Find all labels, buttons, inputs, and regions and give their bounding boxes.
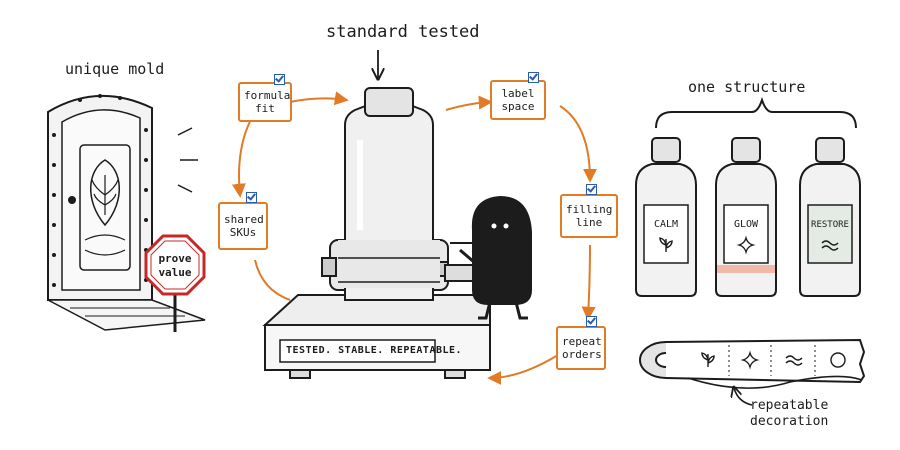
checkbox-icon (586, 316, 597, 327)
caption-repeatable-decoration: repeatable decoration (750, 398, 828, 430)
bottle-label: RESTORE (811, 220, 849, 230)
caption-standard-tested: standard tested (326, 22, 480, 42)
bottle-lineup: CALM GLOW RESTORE (635, 137, 861, 297)
tape-icons (701, 345, 846, 376)
checkbox-icon (246, 192, 257, 203)
note-shared-skus: shared SKUs (218, 202, 268, 250)
bottle-label: CALM (654, 219, 678, 230)
note-filling-line: filling line (560, 194, 618, 238)
base-plate-text: TESTED. STABLE. REPEATABLE. (286, 345, 463, 356)
sign-line-1: prove (158, 252, 191, 265)
circle-icon (830, 352, 846, 368)
door-rivets (52, 94, 148, 287)
note-line-1: label (501, 87, 535, 100)
leaf-icon (659, 237, 673, 252)
character-operator (459, 196, 532, 320)
test-rig (262, 87, 491, 379)
ornate-door (47, 94, 206, 331)
note-repeat-orders: repeat orders (556, 326, 606, 370)
note-line-2: SKUs (229, 226, 257, 239)
caption-one-structure: one structure (688, 78, 806, 96)
note-line-2: line (575, 216, 603, 229)
bracket (655, 96, 857, 129)
bottle-label: GLOW (734, 219, 759, 230)
note-line-2: orders (562, 348, 602, 361)
bottle-calm: CALM (635, 137, 697, 297)
leaf-icon (701, 352, 715, 367)
wave-icon (821, 240, 839, 251)
bottle-restore: RESTORE (799, 137, 861, 297)
caption-unique-mold: unique mold (65, 60, 165, 78)
sparkle-icon (740, 350, 760, 370)
note-line-2: space (501, 100, 535, 113)
checkbox-icon (586, 184, 597, 195)
note-formula-fit: formula fit (238, 82, 292, 122)
note-line-2: fit (255, 102, 275, 115)
caption-repeatable-line-2: decoration (750, 414, 829, 429)
checkbox-icon (274, 74, 285, 85)
sign-line-2: value (158, 266, 191, 279)
wave-icon (785, 355, 803, 366)
note-label-space: label space (490, 80, 546, 120)
caption-repeatable-line-1: repeatable (750, 398, 829, 413)
repeatable-arrow (734, 388, 753, 406)
checkbox-icon (528, 72, 539, 83)
sparkle-icon (736, 235, 756, 255)
note-line-1: shared (224, 213, 264, 226)
note-line-1: filling (566, 203, 613, 216)
note-line-1: repeat (562, 335, 602, 348)
prove-value-sign: prove value (144, 234, 206, 332)
note-line-1: formula (244, 89, 291, 102)
bottle-glow: GLOW (715, 137, 777, 297)
